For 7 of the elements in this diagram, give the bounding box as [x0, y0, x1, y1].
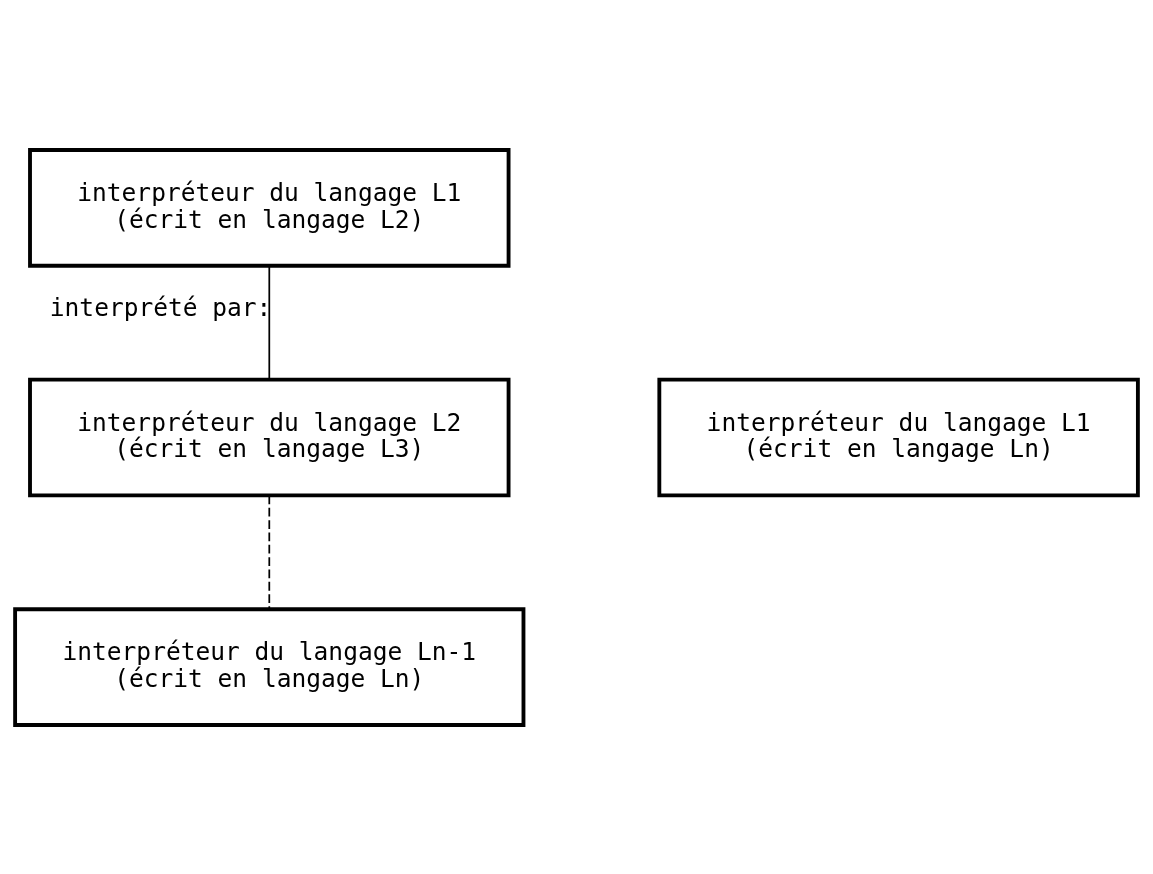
connector — [268, 264, 271, 380]
node-box: interpréteur du langage Ln-1 (écrit en langage Ln) — [13, 606, 526, 727]
connector — [268, 494, 271, 610]
node-box: interpréteur du langage L2 (écrit en langage L3) — [28, 377, 511, 497]
edge-label: interprété par: — [49, 292, 272, 322]
node-box: interpréteur du langage L1 (écrit en langage L2) — [28, 147, 511, 268]
node-box: interpréteur du langage L1 (écrit en langage Ln) — [657, 377, 1140, 497]
